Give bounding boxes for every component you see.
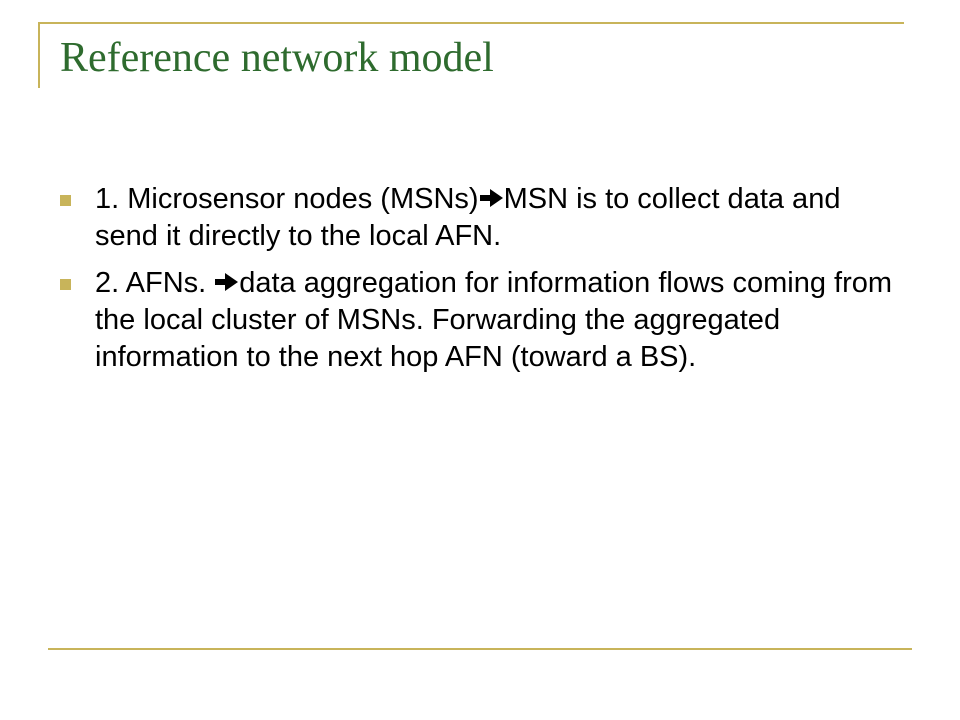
top-border-line bbox=[38, 22, 904, 24]
right-arrow-icon bbox=[479, 187, 504, 209]
bullet-item-msn: 1. Microsensor nodes (MSNs)MSN is to col… bbox=[60, 181, 900, 255]
bullet-afn-lead: 2. AFNs. bbox=[95, 267, 207, 299]
bottom-border-line bbox=[48, 648, 912, 650]
slide-title: Reference network model bbox=[60, 35, 494, 81]
bullet-item-afn: 2. AFNs.data aggregation for information… bbox=[60, 265, 900, 376]
bullet-msn-text: MSN is to collect data and send it direc… bbox=[95, 183, 841, 252]
square-bullet-icon bbox=[60, 279, 71, 290]
square-bullet-icon bbox=[60, 195, 71, 206]
bullet-msn-lead: 1. Microsensor nodes (MSNs) bbox=[95, 183, 479, 215]
bullet-list: 1. Microsensor nodes (MSNs)MSN is to col… bbox=[60, 181, 900, 386]
bullet-afn-text: data aggregation for information flows c… bbox=[95, 267, 893, 373]
right-arrow-icon bbox=[214, 271, 239, 293]
left-border-line bbox=[38, 22, 40, 88]
